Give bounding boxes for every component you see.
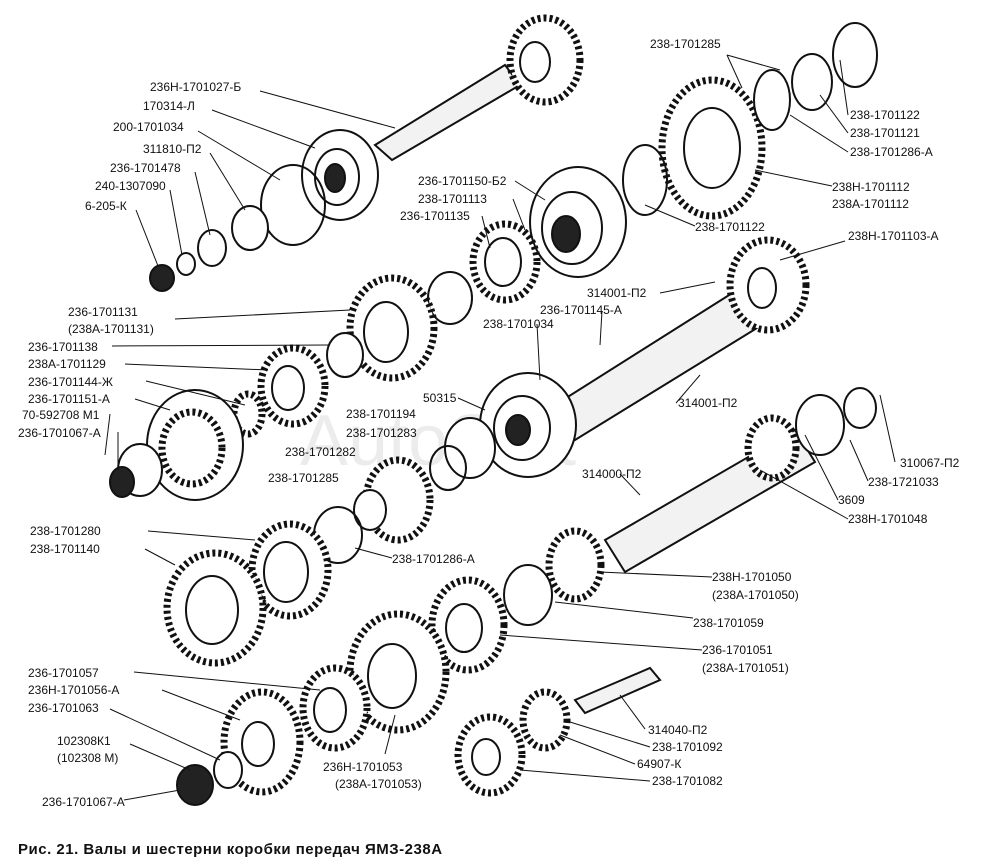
main-shaft	[553, 236, 810, 442]
top-right-gear	[622, 22, 878, 220]
label-9: 238-1701121	[850, 126, 920, 140]
label-15: 238-1701113	[418, 192, 487, 206]
label-32: 238-1701282	[285, 445, 356, 459]
label-14: 236-1701150-Б2	[418, 174, 507, 188]
label-35: 314000-П2	[582, 467, 642, 481]
label-7: 238-1701285	[650, 37, 721, 51]
nut-washer-set	[149, 205, 269, 292]
label-25: 236-1701144-Ж	[28, 375, 113, 389]
input-bearing	[301, 129, 379, 221]
label-3: 311810-П2	[143, 142, 202, 156]
middle-gear	[346, 274, 438, 382]
label-28: 236-1701067-А	[18, 426, 101, 440]
label-58: 64907-К	[637, 757, 681, 771]
label-51: 102308К1	[57, 734, 111, 748]
label-39: 238Н-1701048	[848, 512, 928, 526]
label-38: 3609	[838, 493, 865, 507]
label-44: (238А-1701050)	[712, 588, 799, 602]
synchro-hub	[109, 389, 244, 501]
label-8: 238-1701122	[850, 108, 920, 122]
label-0: 236Н-1701027-Б	[150, 80, 241, 94]
lower-rings	[163, 520, 332, 667]
label-19: 236-1701145-А	[540, 303, 622, 317]
label-41: 238-1701140	[30, 542, 100, 556]
label-34: 314001-П2	[678, 396, 738, 410]
label-17: 238Н-1701103-А	[848, 229, 939, 243]
label-59: 238-1701082	[652, 774, 723, 788]
label-54: 236Н-1701053	[323, 760, 403, 774]
counter-shaft	[603, 387, 877, 574]
label-16: 236-1701135	[400, 209, 470, 223]
label-43: 238Н-1701050	[712, 570, 792, 584]
label-23: 236-1701138	[28, 340, 98, 354]
label-2: 200-1701034	[113, 120, 184, 134]
reverse-idler	[454, 666, 662, 797]
label-26: 236-1701151-А	[28, 392, 110, 406]
label-11: 238Н-1701112	[832, 180, 910, 194]
label-37: 238-1721033	[868, 475, 939, 489]
label-31: 238-1701283	[346, 426, 417, 440]
label-12: 238А-1701112	[832, 197, 909, 211]
label-20: 238-1701034	[483, 317, 554, 331]
label-49: 236Н-1701056-А	[28, 683, 119, 697]
middle-bearing	[479, 372, 577, 478]
part-labels: 236Н-1701027-Б 170314-Л 200-1701034 3118…	[18, 37, 960, 809]
label-36: 310067-П2	[900, 456, 960, 470]
label-52: (102308 М)	[57, 751, 118, 765]
input-shaft	[373, 14, 584, 162]
small-sleeves	[230, 332, 364, 438]
figure-caption: Рис. 21. Валы и шестерни коробки передач…	[18, 841, 443, 858]
label-18: 314001-П2	[587, 286, 647, 300]
label-21: 236-1701131	[68, 305, 138, 319]
lower-gears	[176, 527, 605, 806]
label-40: 238-1701280	[30, 524, 101, 538]
label-56: 314040-П2	[648, 723, 708, 737]
label-57: 238-1701092	[652, 740, 723, 754]
label-53: 236-1701067-А	[42, 795, 125, 809]
label-22: (238А-1701131)	[68, 322, 154, 336]
label-10: 238-1701286-А	[850, 145, 933, 159]
label-24: 238А-1701129	[28, 357, 106, 371]
label-55: (238А-1701053)	[335, 777, 422, 791]
label-46: 236-1701051	[702, 643, 773, 657]
label-48: 236-1701057	[28, 666, 99, 680]
label-50: 236-1701063	[28, 701, 99, 715]
label-6: 6-205-К	[85, 199, 127, 213]
label-42: 238-1701286-А	[392, 552, 475, 566]
parts-illustration	[109, 14, 878, 806]
label-13: 238-1701122	[695, 220, 765, 234]
label-29: 50315	[423, 391, 457, 405]
label-45: 238-1701059	[693, 616, 764, 630]
label-1: 170314-Л	[143, 99, 195, 113]
label-33: 238-1701285	[268, 471, 339, 485]
label-4: 236-1701478	[110, 161, 181, 175]
label-30: 238-1701194	[346, 407, 416, 421]
needle-bearing	[469, 220, 541, 304]
synchro-cone	[529, 166, 627, 278]
small-rings-middle	[313, 417, 496, 564]
label-47: (238А-1701051)	[702, 661, 789, 675]
leader-lines	[104, 54, 896, 801]
lock-ring	[260, 164, 326, 246]
label-5: 240-1307090	[95, 179, 166, 193]
label-27: 70-592708 М1	[22, 408, 100, 422]
